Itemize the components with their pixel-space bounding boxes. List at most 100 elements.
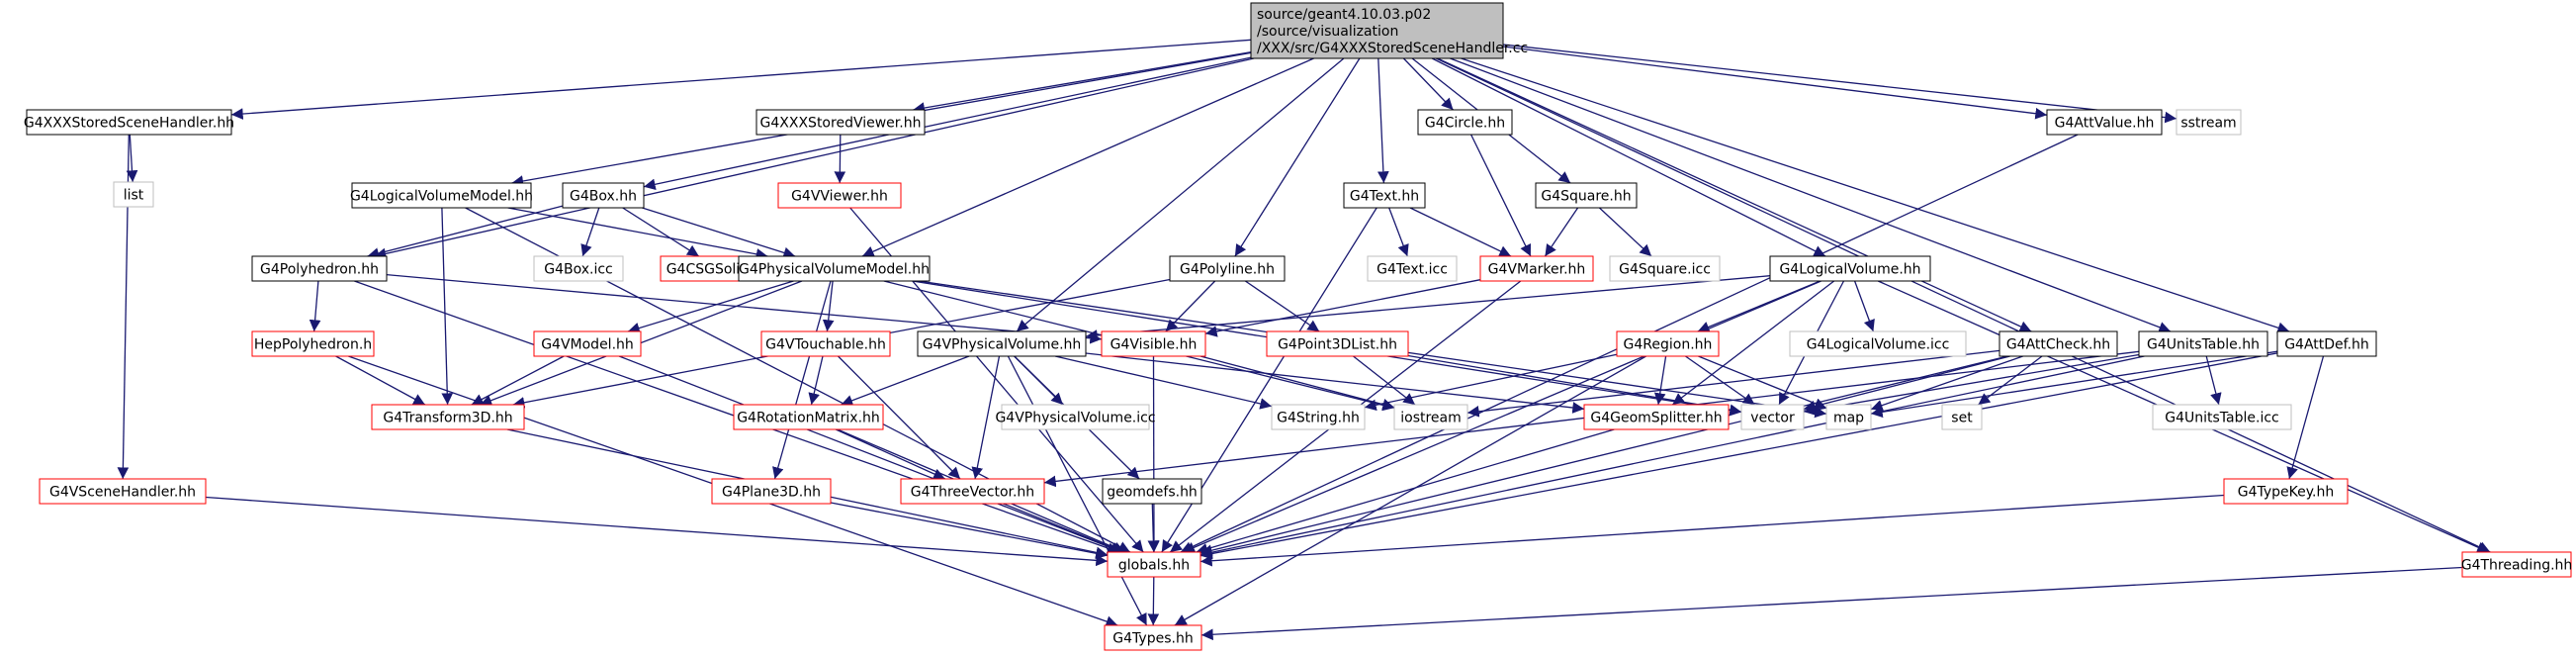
node-n_attvalue[interactable]: G4AttValue.hh [2046,109,2163,136]
node-label: G4XXXStoredSceneHandler.hh [24,116,234,132]
node-box [1616,330,1720,357]
node-label: map [1833,411,1864,426]
nodes-layer: source/geant4.10.03.p02/source/visualiza… [24,2,2573,651]
node-n_sstream[interactable]: sstream [2176,109,2242,136]
node-n_list[interactable]: list [113,181,154,208]
node-n_heppolyhedron[interactable]: HepPolyhedron.h [251,330,375,357]
node-label: G4ThreeVector.hh [911,485,1034,501]
node-box [251,330,375,357]
node-n_circle[interactable]: G4Circle.hh [1417,109,1513,136]
node-box [1169,255,1286,282]
node-box [917,330,1087,357]
node-n_logicalvolumeicc[interactable]: G4LogicalVolume.icc [1789,330,1967,357]
node-n_attcheck[interactable]: G4AttCheck.hh [1999,330,2118,357]
node-n_plane3d[interactable]: G4Plane3D.hh [711,478,832,505]
node-n_logicalvolume[interactable]: G4LogicalVolume.hh [1769,255,1931,282]
node-box [900,478,1045,505]
node-n_types[interactable]: G4Types.hh [1104,624,1202,651]
node-n_iostream[interactable]: iostream [1393,404,1468,430]
node-n_set[interactable]: set [1941,404,1983,430]
node-n_square[interactable]: G4Square.hh [1535,182,1638,209]
node-n_vphysvol[interactable]: G4VPhysicalVolume.hh [917,330,1087,357]
edge-root-to-n_threading [1436,57,2491,553]
node-n_texticc[interactable]: G4Text.icc [1367,255,1458,282]
node-n_unitstableicc[interactable]: G4UnitsTable.icc [2152,404,2292,430]
node-n_unitstable[interactable]: G4UnitsTable.hh [2138,330,2268,357]
node-label: G4Visible.hh [1110,337,1198,353]
edge-n_polyhedron-to-n_visible [386,273,1103,344]
edge-root-to-n_logicalvolume [1431,57,1826,257]
node-n_attdef[interactable]: G4AttDef.hh [2276,330,2377,357]
node-n_typekey[interactable]: G4TypeKey.hh [2223,478,2349,505]
edge-root-to-n_circle [1402,57,1454,111]
node-n_logicalvolumemodel[interactable]: G4LogicalVolumeModel.hh [350,182,533,209]
node-n_threading[interactable]: G4Threading.hh [2461,551,2573,578]
node-n_box[interactable]: G4Box.hh [562,182,645,209]
node-n_physvolmodel[interactable]: G4PhysicalVolumeModel.hh [738,255,931,282]
node-n_storedviewer[interactable]: G4XXXStoredViewer.hh [755,109,926,136]
node-n_transform3d[interactable]: G4Transform3D.hh [371,404,525,430]
node-label: G4String.hh [1277,411,1360,426]
node-n_polyline[interactable]: G4Polyline.hh [1169,255,1286,282]
node-box [2223,478,2349,505]
edge-root-to-n_storedviewer [913,51,1252,114]
node-box [1107,551,1201,578]
node-box [2276,330,2377,357]
node-n_geomsplitter[interactable]: G4GeomSplitter.hh [1583,404,1730,430]
edge-n_box-to-n_physvolmodel [642,207,796,259]
node-box [533,330,642,357]
node-n_boxicc[interactable]: G4Box.icc [533,255,624,282]
node-box [1367,255,1458,282]
node-n_point3dlist[interactable]: G4Point3DList.hh [1266,330,1409,357]
node-box [1769,255,1931,282]
node-n_vector[interactable]: vector [1740,404,1805,430]
node-box [1104,624,1202,651]
edge-n_unitstable-to-n_unitstableicc [2205,355,2222,406]
node-label: G4Square.hh [1541,189,1631,205]
node-root[interactable]: source/geant4.10.03.p02/source/visualiza… [1250,2,1528,59]
node-n_vviewer[interactable]: G4VViewer.hh [777,182,902,209]
edge-n_attdef-to-n_typekey [2286,355,2325,480]
node-n_map[interactable]: map [1825,404,1872,430]
node-label: list [124,188,144,204]
node-n_visible[interactable]: G4Visible.hh [1101,330,1206,357]
node-n_vmodel[interactable]: G4VModel.hh [533,330,642,357]
edge-n_storedscenehandler_hh-to-n_list [126,134,138,183]
node-box [2046,109,2163,136]
node-label: sstream [2180,116,2236,132]
node-n_vmarker[interactable]: G4VMarker.hh [1479,255,1594,282]
edge-n_polyline-to-n_point3dlist [1244,280,1320,332]
node-box [1583,404,1730,430]
node-n_squareicc[interactable]: G4Square.icc [1609,255,1721,282]
node-n_region[interactable]: G4Region.hh [1616,330,1720,357]
node-box [755,109,926,136]
node-n_rotationmatrix[interactable]: G4RotationMatrix.hh [733,404,884,430]
edge-n_vphysvol-to-n_types [1007,355,1148,626]
edge-n_threading-to-n_types [1200,566,2463,641]
node-n_string[interactable]: G4String.hh [1271,404,1366,430]
edge-n_vmodel-to-n_transform3d [471,355,565,406]
edge-n_vphysvol-to-n_geomsplitter [1085,352,1585,414]
edge-n_region-to-n_map [1698,355,1827,410]
node-label: G4Region.hh [1624,337,1713,353]
node-label: G4LogicalVolume.hh [1779,262,1920,278]
node-n_text[interactable]: G4Text.hh [1343,182,1426,209]
node-n_vtouchable[interactable]: G4VTouchable.hh [760,330,891,357]
node-label: G4XXXStoredViewer.hh [760,116,922,132]
node-n_vphysvolicc[interactable]: G4VPhysicalVolume.icc [995,404,1156,430]
node-box [1999,330,2118,357]
edge-n_square-to-n_vmarker [1544,207,1579,257]
node-n_polyhedron[interactable]: G4Polyhedron.hh [251,255,388,282]
node-label: G4Box.icc [544,262,613,278]
node-n_storedscenehandler_hh[interactable]: G4XXXStoredSceneHandler.hh [24,109,234,136]
node-n_vscenehandler[interactable]: G4VSceneHandler.hh [39,478,207,505]
edge-n_visible-to-n_iostream [1199,355,1395,411]
node-n_threevector[interactable]: G4ThreeVector.hh [900,478,1045,505]
edge-root-to-n_box [643,56,1252,191]
node-label: G4AttValue.hh [2055,116,2155,132]
node-box [760,330,891,357]
edge-n_vtouchable-to-n_rotationmatrix [808,355,824,406]
node-n_geomdefs[interactable]: geomdefs.hh [1102,478,1202,505]
node-n_globals[interactable]: globals.hh [1107,551,1201,578]
